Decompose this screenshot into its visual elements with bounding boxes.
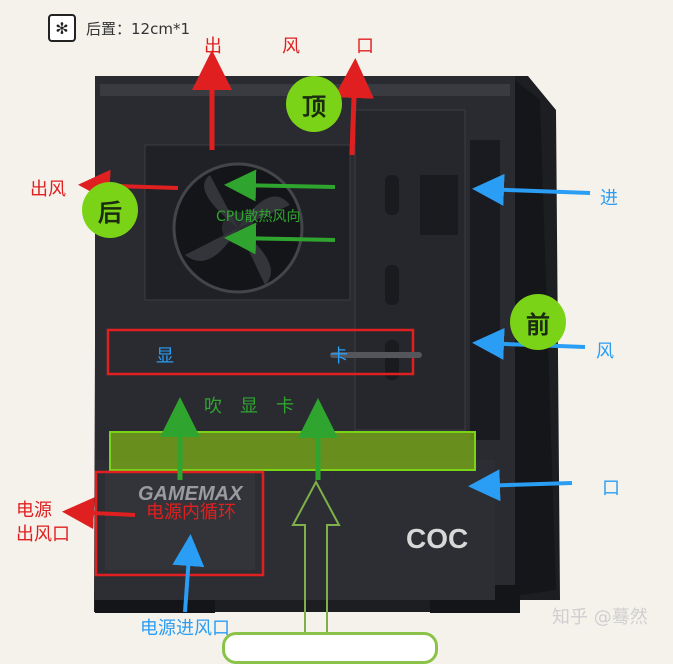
psu-internal-label: 电源内循环 <box>146 502 236 523</box>
psu-out-label-2: 出风口 <box>16 524 70 545</box>
front-in-label: 进 <box>600 188 618 209</box>
top-badge: 顶 <box>286 76 342 132</box>
rear-out-label: 出风 <box>30 179 66 200</box>
pc-case-airflow-diagram: ✻ 后置：12cm*1 <box>16 14 648 664</box>
rear-badge: 后 <box>82 182 138 238</box>
psu-out-label-1: 电源 <box>16 500 52 521</box>
psu-out-arrow <box>62 497 136 530</box>
front-wind-label: 风 <box>596 341 614 362</box>
bottom-label-box <box>222 632 438 664</box>
rear-fan-spec-text: 后置：12cm*1 <box>86 19 190 38</box>
front-badge: 前 <box>510 294 566 350</box>
brand-coc: COC <box>406 523 468 554</box>
front-in-arrow-3 <box>468 469 573 502</box>
cpu-flow-label: CPU散热风向 <box>216 209 301 225</box>
top-out-label-3: 口 <box>356 36 374 57</box>
fan-icon: ✻ <box>48 14 76 42</box>
cpu-flow-arrow-1 <box>224 169 336 202</box>
rear-fan-spec: ✻ 后置：12cm*1 <box>48 14 190 42</box>
gpu-label-1: 显 <box>156 346 174 367</box>
top-out-arrow-2 <box>333 58 374 156</box>
blow-gpu-label: 吹 显 卡 <box>204 396 294 417</box>
top-out-label-2: 风 <box>282 36 300 57</box>
top-out-label-1: 出 <box>204 36 222 57</box>
front-in-arrow-1 <box>472 173 591 206</box>
psu-in-label: 电源进风口 <box>140 618 230 639</box>
front-port-label: 口 <box>602 478 620 499</box>
bottom-intake-arrow <box>291 479 341 645</box>
shroud-highlight <box>109 431 476 471</box>
watermark: 知乎 @蓦然 <box>552 607 648 628</box>
cpu-flow-arrow-2 <box>224 222 336 255</box>
psu-in-arrow <box>172 534 205 613</box>
gpu-label-2: 卡 <box>330 346 348 367</box>
brand-gamemax: GAMEMAX <box>138 483 244 505</box>
